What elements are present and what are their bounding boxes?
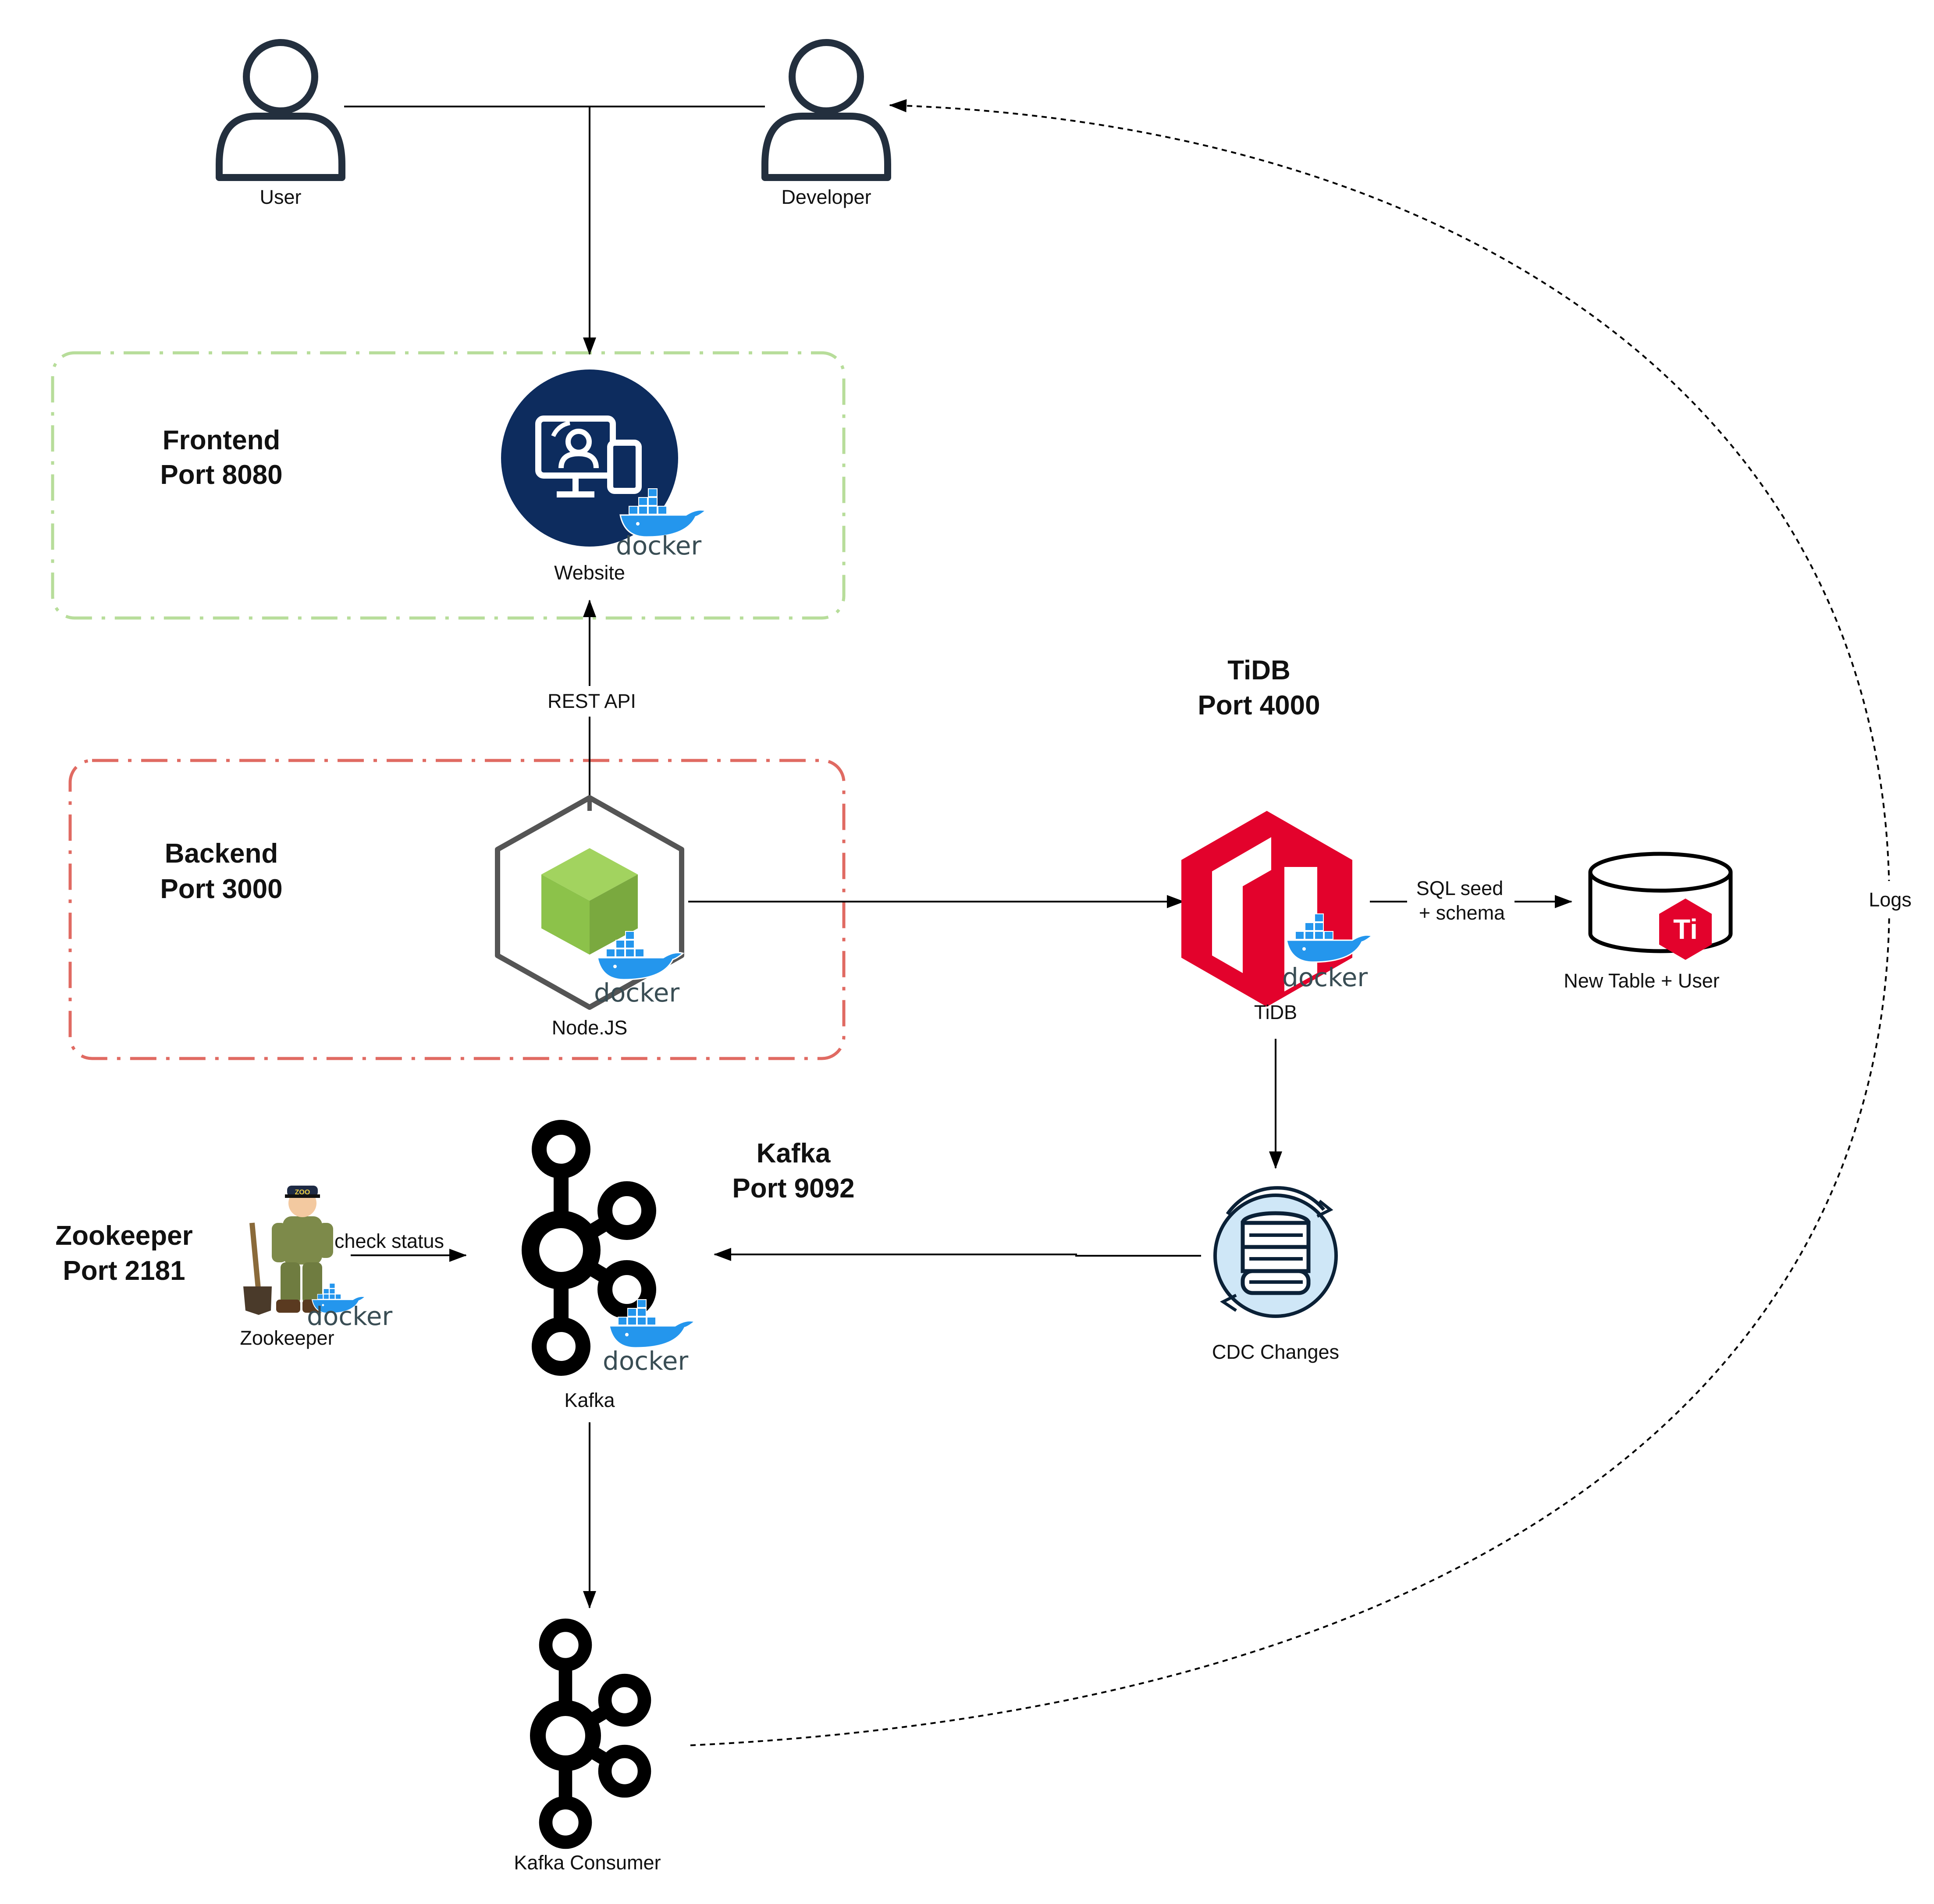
tidb-label: TiDB xyxy=(1254,1001,1297,1023)
rest-api-label-bg xyxy=(539,686,640,717)
zookeeper-docker-text: docker xyxy=(307,1301,392,1331)
zookeeper-group-port: Port 2181 xyxy=(63,1256,185,1286)
frontend-group-title: Frontend xyxy=(163,425,281,455)
user-label: User xyxy=(260,186,301,208)
kafka-label: Kafka xyxy=(564,1389,615,1411)
sql-seed-label-line2: + schema xyxy=(1419,902,1505,924)
cdc-to-kafka-arrow xyxy=(714,1248,1201,1261)
frontend-group-box xyxy=(51,351,846,620)
website-label: Website xyxy=(554,561,625,584)
backend-group-port: Port 3000 xyxy=(160,874,282,904)
kafka-consumer-label: Kafka Consumer xyxy=(514,1851,661,1874)
tidb-mini-logo-text: Ti xyxy=(1673,913,1698,945)
zookeeper-label: Zookeeper xyxy=(240,1327,334,1349)
kafka-consumer-logo-icon xyxy=(538,1625,644,1842)
developer-label: Developer xyxy=(781,186,871,208)
zoo-cap-text: ZOO xyxy=(295,1189,310,1196)
cdc-database-sync-icon xyxy=(1213,1186,1338,1318)
tidb-group-port: Port 4000 xyxy=(1198,690,1320,721)
nodejs-label: Node.JS xyxy=(552,1016,628,1039)
user-icon xyxy=(219,43,342,178)
kafka-group-title: Kafka xyxy=(757,1138,831,1169)
tidb-group-title: TiDB xyxy=(1227,655,1291,686)
check-status-label: check status xyxy=(334,1230,444,1252)
nodejs-docker-text: docker xyxy=(594,978,679,1008)
tidb-mini-logo-icon: Ti xyxy=(1659,899,1712,960)
logs-label: Logs xyxy=(1869,888,1912,911)
zookeeper-character-icon: ZOO xyxy=(243,1186,333,1315)
developer-icon xyxy=(765,43,888,178)
logs-label-bg xyxy=(1859,881,1920,916)
website-docker-text: docker xyxy=(616,531,701,561)
new-table-label: New Table + User xyxy=(1564,970,1720,992)
cdc-label: CDC Changes xyxy=(1212,1341,1339,1363)
rest-api-label: REST API xyxy=(547,690,636,712)
kafka-docker-text: docker xyxy=(603,1346,688,1376)
backend-group-box xyxy=(68,759,846,1060)
logs-dotted-curve xyxy=(690,99,1891,1746)
sql-seed-label-line1: SQL seed xyxy=(1416,877,1503,899)
sql-seed-label-bg xyxy=(1407,874,1514,927)
kafka-group-port: Port 9092 xyxy=(732,1173,854,1204)
website-icon xyxy=(501,369,678,547)
frontend-group-port: Port 8080 xyxy=(160,460,282,490)
tidb-docker-text: docker xyxy=(1282,963,1368,992)
zookeeper-group-title: Zookeeper xyxy=(55,1221,193,1251)
backend-group-title: Backend xyxy=(165,838,278,869)
